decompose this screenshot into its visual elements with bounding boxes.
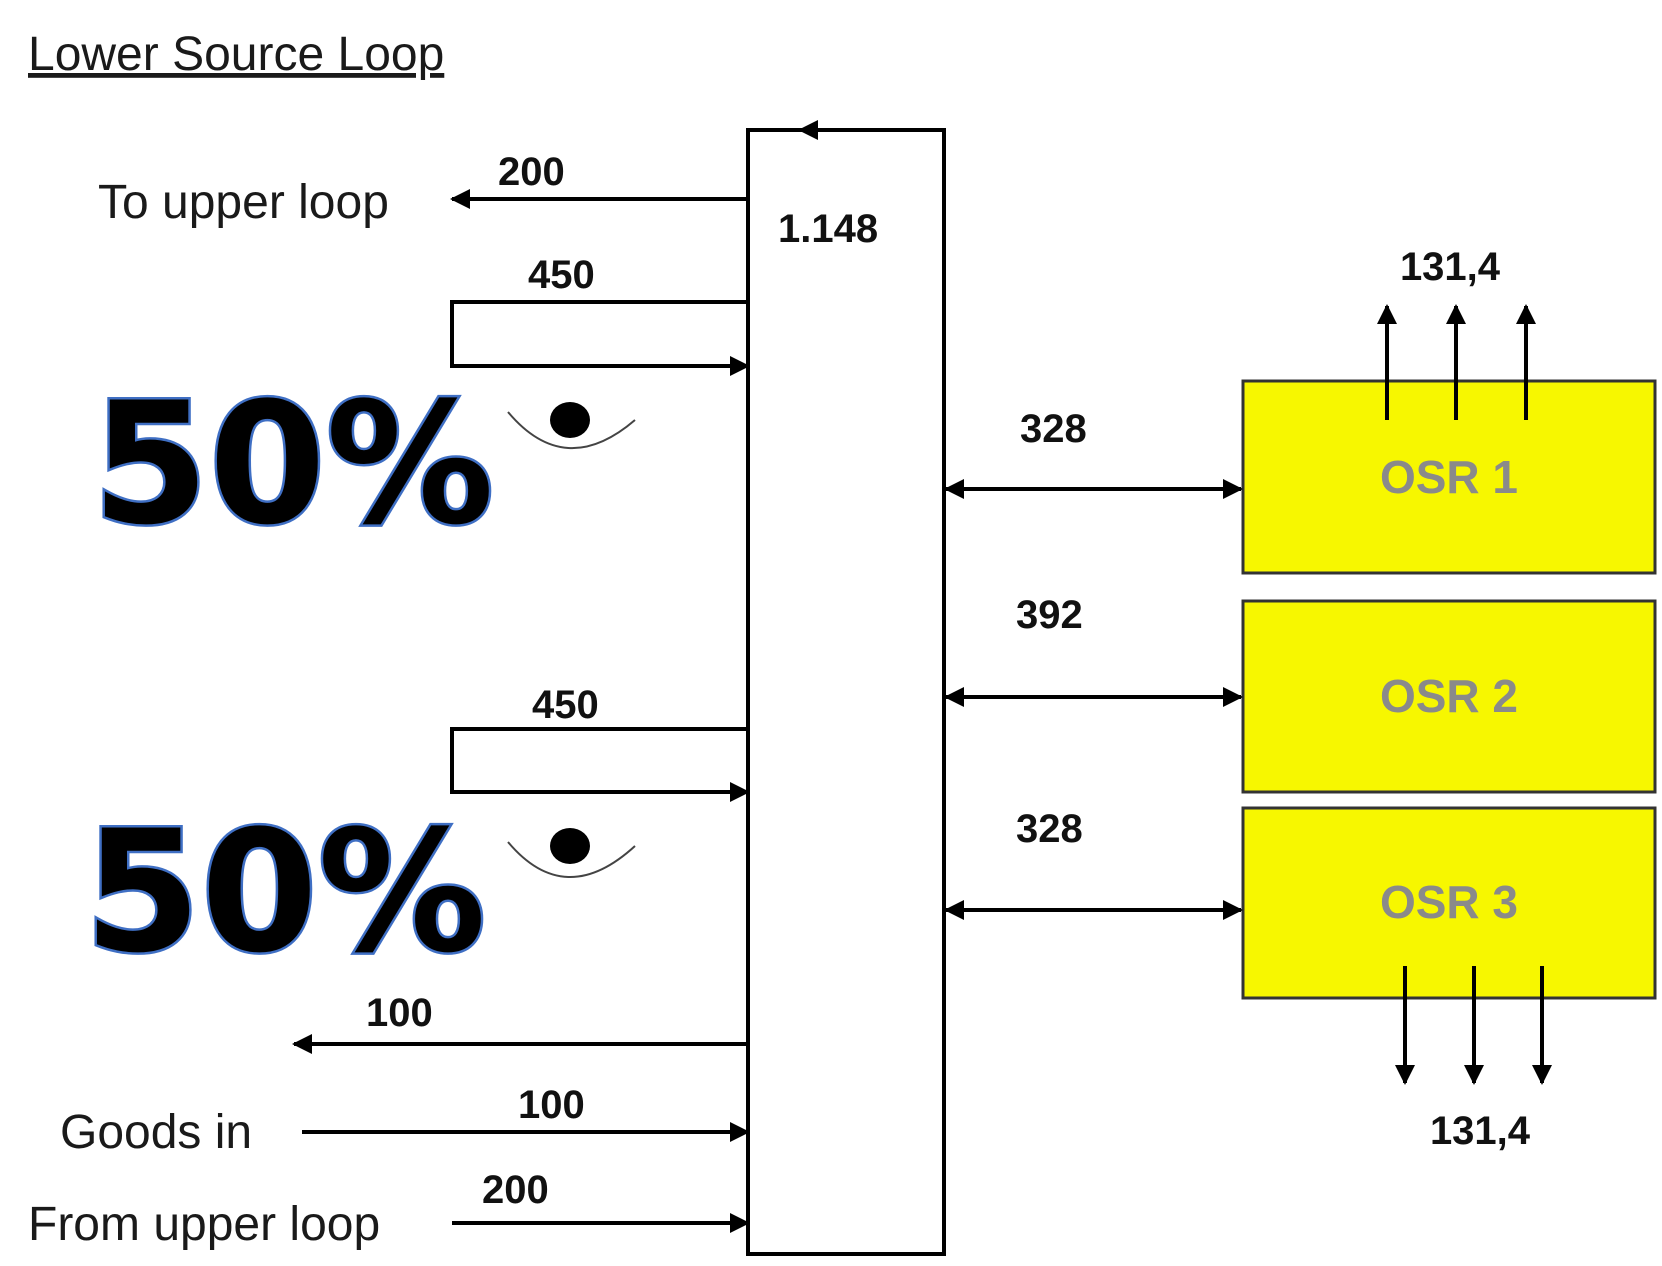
osr-top-out-value: 131,4: [1400, 245, 1501, 289]
to-upper-loop-value: 200: [498, 150, 565, 194]
outflow-left-value: 100: [366, 991, 433, 1035]
osr-1-flow-value: 328: [1020, 407, 1087, 451]
central-value: 1.148: [778, 207, 878, 251]
percent-overlay-bottom: 50%: [84, 794, 486, 990]
osr-2-flow-value: 392: [1016, 593, 1083, 637]
osr-1-label: OSR 1: [1380, 451, 1518, 503]
eye-icon: [507, 828, 636, 878]
from-upper-loop-value: 200: [482, 1168, 549, 1212]
top-loop-arrow: [450, 300, 750, 376]
bottom-loop-value: 450: [532, 683, 599, 727]
osr-3-label: OSR 3: [1380, 876, 1518, 928]
osr-2-label: OSR 2: [1380, 670, 1518, 722]
eye-icon: [507, 402, 636, 450]
bottom-loop-arrow: [450, 727, 750, 802]
goods-in-value: 100: [518, 1083, 585, 1127]
osr-bottom-out-value: 131,4: [1430, 1109, 1531, 1153]
diagram-title: Lower Source Loop: [28, 28, 444, 81]
to-upper-loop-label: To upper loop: [98, 176, 389, 229]
osr-3-flow-value: 328: [1016, 807, 1083, 851]
osr-3-box: [1241, 806, 1657, 1000]
percent-overlay-top: 50%: [92, 366, 494, 562]
top-loop-value: 450: [528, 253, 595, 297]
central-buffer-box: [746, 128, 946, 1256]
from-upper-loop-label: From upper loop: [28, 1198, 380, 1251]
osr-2-box: [1241, 599, 1657, 794]
goods-in-label: Goods in: [60, 1106, 252, 1159]
osr-1-box: [1241, 379, 1657, 575]
